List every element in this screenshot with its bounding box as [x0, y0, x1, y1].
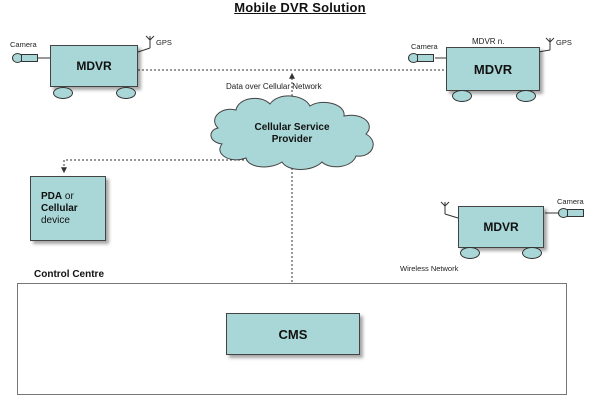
- cloud-label: Cellular Service Provider: [254, 122, 330, 145]
- gps-antenna-icon: [137, 35, 155, 53]
- pda-device-box: PDA or Cellular device: [30, 176, 106, 241]
- gps-label-right: GPS: [556, 38, 572, 47]
- wheel-icon: [516, 90, 536, 102]
- wheel-icon: [460, 247, 480, 259]
- cellular-label: Cellular: [41, 202, 78, 214]
- mdvr-box-bottom: MDVR: [458, 206, 544, 248]
- pda-label: PDA: [41, 190, 63, 202]
- data-network-label: Data over Cellular Network: [226, 82, 322, 91]
- wheel-icon: [452, 90, 472, 102]
- camera-icon: [12, 53, 38, 63]
- camera-icon: [408, 53, 434, 63]
- camera-label-right: Camera: [411, 42, 438, 51]
- pda-or-label: or: [62, 190, 74, 202]
- device-label: device: [41, 214, 70, 226]
- camera-label-bottom: Camera: [557, 197, 584, 206]
- cloud-icon: [210, 95, 374, 170]
- control-centre-label: Control Centre: [34, 269, 104, 280]
- mdvr-box-left: MDVR: [50, 45, 138, 87]
- camera-label-left: Camera: [10, 40, 37, 49]
- gps-label-left: GPS: [156, 38, 172, 47]
- wheel-icon: [116, 87, 136, 99]
- mdvr-box-right: MDVR: [446, 47, 540, 91]
- wireless-antenna-icon: [440, 201, 459, 219]
- wheel-icon: [53, 87, 73, 99]
- camera-icon: [558, 208, 584, 218]
- diagram-title: Mobile DVR Solution: [234, 0, 366, 15]
- mdvr-n-caption: MDVR n.: [472, 37, 505, 46]
- wheel-icon: [522, 247, 542, 259]
- wireless-network-label: Wireless Network: [400, 264, 459, 273]
- gps-antenna-icon: [537, 37, 555, 53]
- cms-box: CMS: [226, 313, 360, 355]
